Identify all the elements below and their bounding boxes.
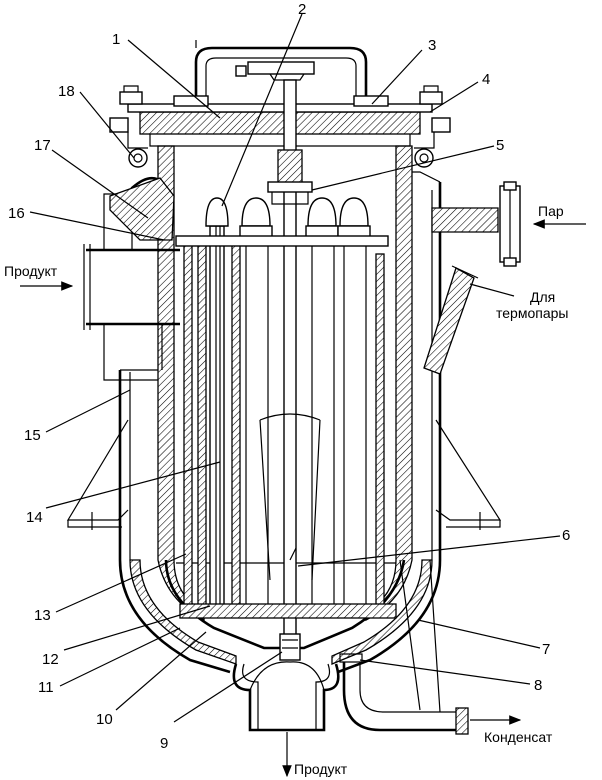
bottom-outlet <box>232 661 340 732</box>
callout-1: 1 <box>112 31 120 48</box>
label-product-in: Продукт <box>4 263 58 279</box>
callout-4: 4 <box>482 71 490 88</box>
callout-17: 17 <box>34 137 51 154</box>
label-condensate: Конденсат <box>484 729 553 745</box>
label-product-out: Продукт <box>294 761 348 777</box>
callout-6: 6 <box>562 527 570 544</box>
callout-12: 12 <box>42 651 59 668</box>
callout-18: 18 <box>58 83 75 100</box>
support-plate <box>175 235 397 619</box>
callout-9: 9 <box>160 735 168 752</box>
callout-15: 15 <box>24 427 41 444</box>
callout-10: 10 <box>96 711 113 728</box>
label-thermocouple-1: Для <box>530 289 555 305</box>
thermocouple-nozzle <box>423 265 479 375</box>
callout-3: 3 <box>428 37 436 54</box>
callout-5: 5 <box>496 137 504 154</box>
callout-7: 7 <box>542 641 550 658</box>
lid-handle <box>173 40 389 107</box>
condensate-pipe <box>339 559 469 735</box>
thermocouple-leader <box>469 283 515 297</box>
product-inlet-pipe <box>83 177 180 370</box>
label-steam: Пар <box>538 203 564 219</box>
label-thermocouple-2: термопары <box>496 305 568 321</box>
inner-vessel <box>157 145 413 650</box>
flow-arrows <box>20 219 586 778</box>
callout-2: 2 <box>298 1 306 18</box>
callout-numbers: 1 2 3 4 5 6 7 8 9 10 11 12 13 14 15 16 1… <box>8 1 570 752</box>
callout-8: 8 <box>534 677 542 694</box>
callout-16: 16 <box>8 205 25 222</box>
central-shaft <box>259 79 321 661</box>
top-lid <box>109 103 451 147</box>
steam-inlet-pipe <box>431 181 521 267</box>
callout-11: 11 <box>38 679 54 696</box>
clamp-bolts <box>119 85 443 168</box>
leader-lines <box>29 13 561 723</box>
flow-labels: Продукт Пар Для термопары Конденсат Прод… <box>4 203 568 777</box>
callout-14: 14 <box>26 509 43 526</box>
support-brackets <box>66 419 502 530</box>
callout-13: 13 <box>34 607 51 624</box>
